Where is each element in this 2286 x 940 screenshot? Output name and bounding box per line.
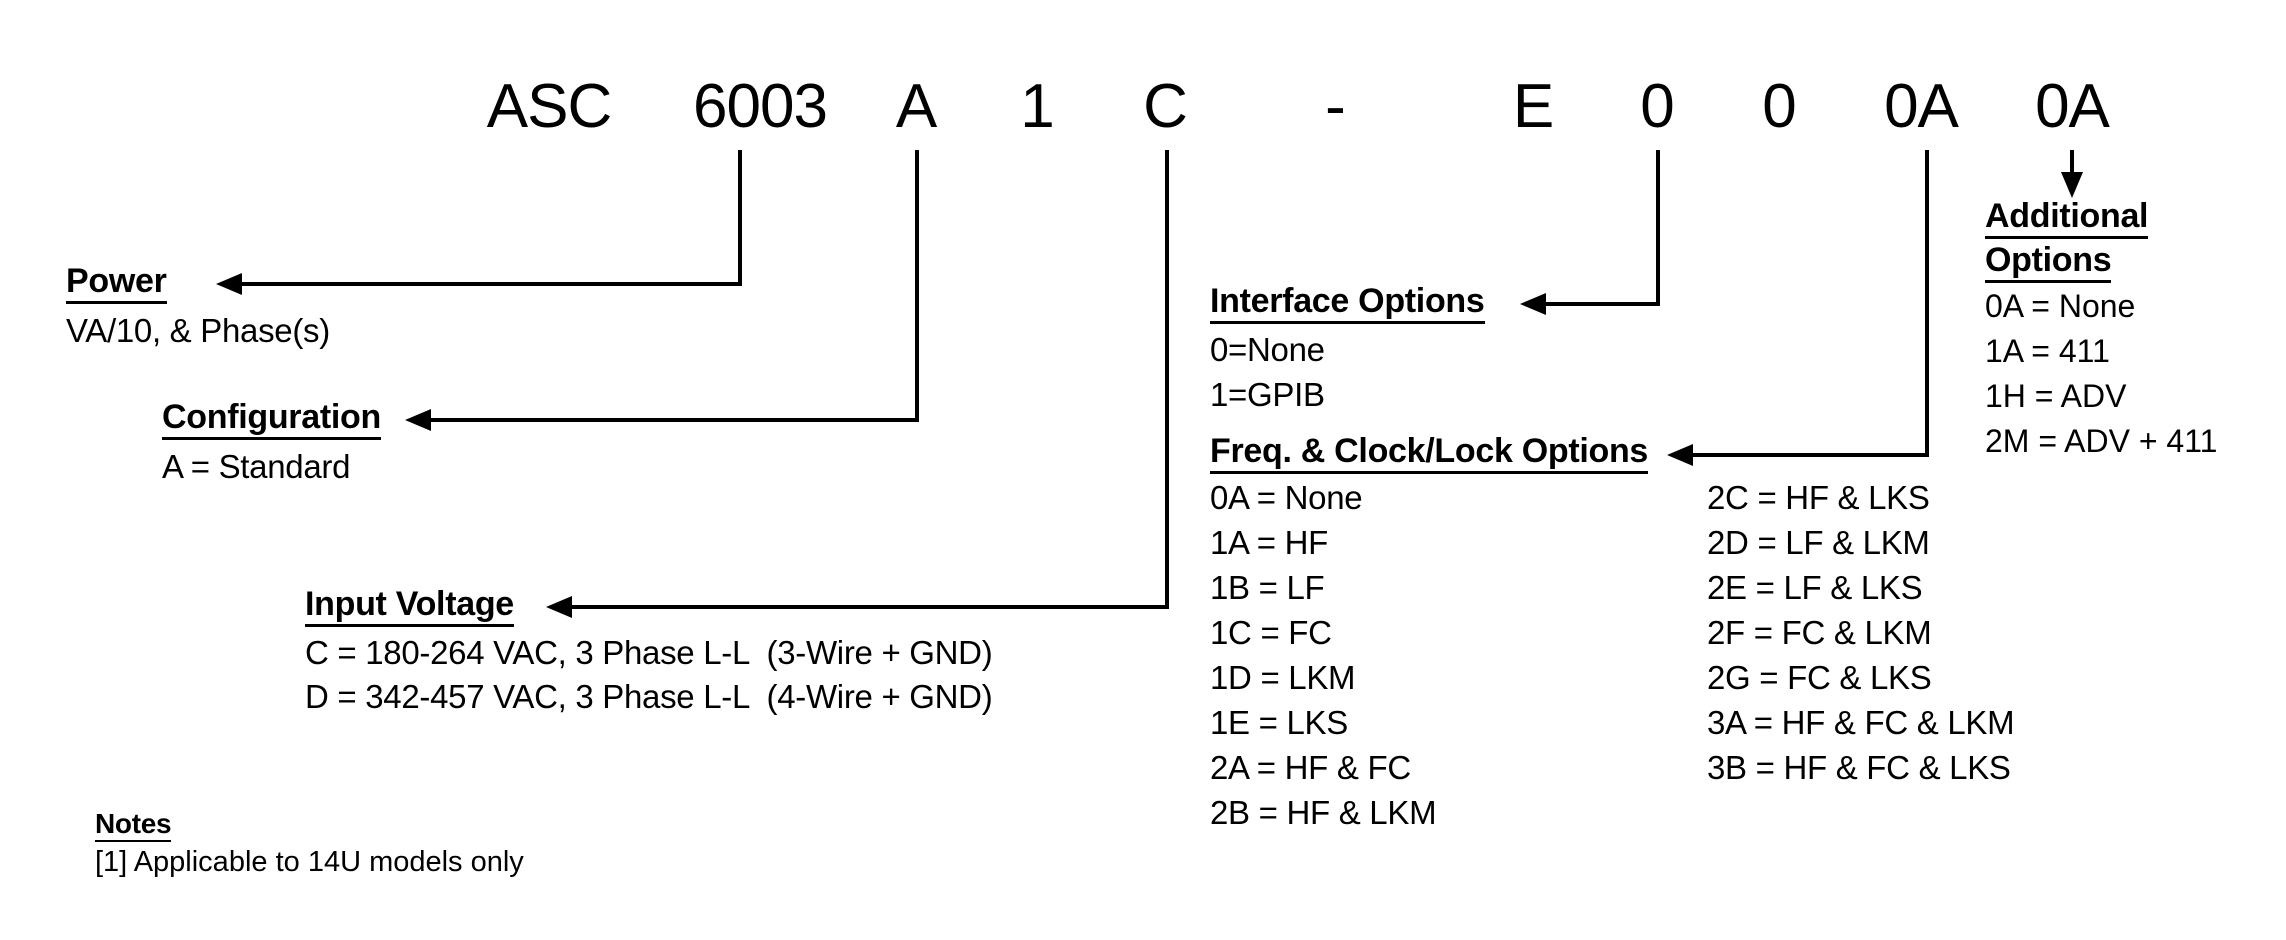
model-segment-e: E	[1512, 72, 1554, 141]
additional-option: 1H = ADV	[1985, 378, 2127, 414]
freq-option: 2B = HF & LKM	[1210, 794, 1437, 831]
configuration-option: A = Standard	[162, 448, 351, 485]
freq-option: 1E = LKS	[1210, 704, 1348, 741]
model-segment-0a-first: 0A	[1884, 72, 1959, 141]
configuration-callout-hline	[429, 418, 919, 422]
power-description: VA/10, & Phase(s)	[66, 312, 330, 349]
notes-heading: Notes	[95, 810, 172, 842]
power-arrowhead-icon	[216, 273, 242, 295]
model-segment-asc: ASC	[486, 72, 612, 141]
notes-item: [1] Applicable to 14U models only	[95, 846, 524, 878]
freq-option: 2A = HF & FC	[1210, 749, 1411, 786]
freq-option: 2F = FC & LKM	[1707, 614, 1932, 651]
freq-option: 1D = LKM	[1210, 659, 1356, 696]
input-voltage-callout-hline	[570, 605, 1169, 609]
freq-callout-vline	[1925, 150, 1929, 457]
model-segment-0a-second: 0A	[2035, 72, 2110, 141]
freq-option: 2D = LF & LKM	[1707, 524, 1930, 561]
configuration-callout-vline	[915, 150, 919, 422]
freq-option: 3A = HF & FC & LKM	[1707, 704, 2015, 741]
additional-arrowhead-icon	[2061, 172, 2083, 198]
input-voltage-callout-vline	[1165, 150, 1169, 609]
input-voltage-arrowhead-icon	[546, 596, 572, 618]
interface-heading: Interface Options	[1210, 284, 1485, 324]
additional-option: 1A = 411	[1985, 333, 2110, 369]
freq-option: 1C = FC	[1210, 614, 1332, 651]
freq-option: 3B = HF & FC & LKS	[1707, 749, 2011, 786]
additional-option: 0A = None	[1985, 288, 2136, 324]
additional-callout-vline	[2070, 150, 2074, 176]
freq-option: 1B = LF	[1210, 569, 1325, 606]
additional-heading-line1: Additional	[1985, 199, 2149, 239]
interface-callout-hline	[1544, 302, 1660, 306]
power-callout-hline	[240, 282, 742, 286]
freq-heading: Freq. & Clock/Lock Options	[1210, 434, 1648, 474]
model-segment-0-second: 0	[1762, 72, 1796, 141]
freq-option: 1A = HF	[1210, 524, 1329, 561]
configuration-arrowhead-icon	[405, 409, 431, 431]
freq-arrowhead-icon	[1667, 444, 1693, 466]
additional-option: 2M = ADV + 411	[1985, 423, 2218, 459]
model-segment-6003: 6003	[693, 72, 828, 141]
configuration-heading: Configuration	[162, 400, 381, 440]
freq-option: 2G = FC & LKS	[1707, 659, 1932, 696]
model-segment-a: A	[895, 72, 937, 141]
model-segment-1: 1	[1020, 72, 1054, 141]
freq-option: 2E = LF & LKS	[1707, 569, 1923, 606]
input-voltage-heading: Input Voltage	[305, 587, 514, 627]
input-voltage-option: D = 342-457 VAC, 3 Phase L-L (4-Wire + G…	[305, 678, 993, 715]
freq-callout-hline	[1691, 453, 1929, 457]
model-segment-c: C	[1143, 72, 1188, 141]
power-heading: Power	[66, 264, 167, 304]
additional-heading-line2: Options	[1985, 243, 2112, 283]
freq-option: 0A = None	[1210, 479, 1363, 516]
interface-callout-vline	[1656, 150, 1660, 306]
interface-option: 1=GPIB	[1210, 376, 1325, 413]
model-segment-0-first: 0	[1640, 72, 1674, 141]
input-voltage-option: C = 180-264 VAC, 3 Phase L-L (3-Wire + G…	[305, 634, 993, 671]
interface-arrowhead-icon	[1520, 293, 1546, 315]
interface-option: 0=None	[1210, 331, 1325, 368]
model-segment-dash: -	[1325, 72, 1346, 141]
power-callout-vline	[738, 150, 742, 286]
freq-option: 2C = HF & LKS	[1707, 479, 1930, 516]
